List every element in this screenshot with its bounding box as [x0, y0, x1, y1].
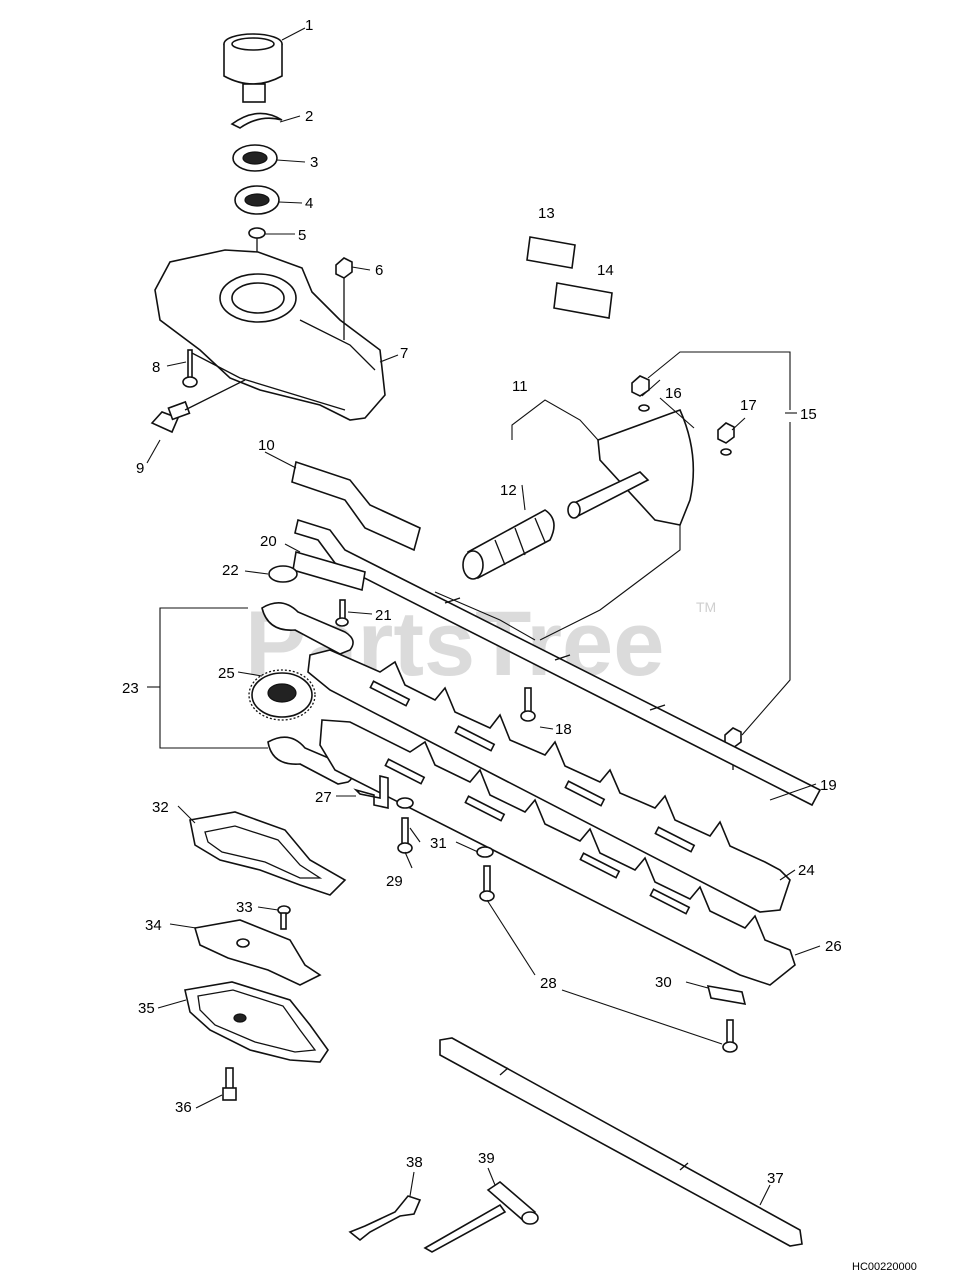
- callout-18[interactable]: 18: [555, 721, 572, 738]
- callout-8[interactable]: 8: [152, 359, 160, 376]
- callout-32[interactable]: 32: [152, 799, 169, 816]
- part-11-holder[interactable]: [567, 408, 695, 526]
- callout-13[interactable]: 13: [538, 205, 555, 222]
- part-2-snap-ring[interactable]: [230, 112, 283, 129]
- part-38-wrench[interactable]: [348, 1195, 422, 1242]
- callout-36[interactable]: 36: [175, 1099, 192, 1116]
- callout-27[interactable]: 27: [315, 789, 332, 806]
- callout-34[interactable]: 34: [145, 917, 162, 934]
- part-34-plate[interactable]: [193, 919, 322, 986]
- callout-16[interactable]: 16: [665, 385, 682, 402]
- part-18-screw[interactable]: [520, 687, 536, 722]
- callout-14[interactable]: 14: [597, 262, 614, 279]
- part-17-washer[interactable]: [720, 448, 732, 456]
- part-35-cover[interactable]: [184, 981, 329, 1063]
- watermark: PartsTree TM: [245, 593, 716, 695]
- callout-9[interactable]: 9: [136, 460, 144, 477]
- part-6-nut[interactable]: [335, 257, 353, 279]
- part-37-scabbard[interactable]: [439, 1037, 803, 1247]
- callout-15[interactable]: 15: [800, 406, 817, 423]
- diagram-code: HC00220000: [852, 1261, 917, 1273]
- part-7-gear-case[interactable]: [154, 249, 386, 421]
- callout-7[interactable]: 7: [400, 345, 408, 362]
- part-12-roller[interactable]: [462, 509, 555, 580]
- callout-35[interactable]: 35: [138, 1000, 155, 1017]
- callout-21[interactable]: 21: [375, 607, 392, 624]
- part-24-upper-blade[interactable]: [307, 649, 791, 913]
- part-39-box-wrench[interactable]: [423, 1180, 539, 1253]
- part-17-nut[interactable]: [717, 422, 735, 444]
- part-32-gasket[interactable]: [189, 811, 347, 896]
- part-31-washer-upper[interactable]: [396, 797, 414, 809]
- callout-3[interactable]: 3: [310, 154, 318, 171]
- callout-5[interactable]: 5: [298, 227, 306, 244]
- part-36-screw[interactable]: [222, 1067, 237, 1101]
- callout-33[interactable]: 33: [236, 899, 253, 916]
- part-21-screw[interactable]: [335, 599, 349, 627]
- part-26-lower-blade[interactable]: [319, 719, 796, 986]
- part-31-washer-lower[interactable]: [476, 846, 494, 858]
- callout-28[interactable]: 28: [540, 975, 557, 992]
- part-13-label[interactable]: [526, 236, 576, 269]
- part-28-screw-lower[interactable]: [722, 1019, 738, 1053]
- part-3-bearing[interactable]: [232, 144, 278, 172]
- callout-23[interactable]: 23: [122, 680, 139, 697]
- part-8-screw[interactable]: [182, 349, 198, 388]
- callout-39[interactable]: 39: [478, 1150, 495, 1167]
- watermark-tm: TM: [696, 599, 716, 615]
- part-10-plate[interactable]: [291, 460, 421, 552]
- part-23-crank-rod-upper[interactable]: [261, 602, 354, 655]
- callout-6[interactable]: 6: [375, 262, 383, 279]
- callout-37[interactable]: 37: [767, 1170, 784, 1187]
- part-19-guide-bar[interactable]: [294, 518, 822, 807]
- part-25-gear[interactable]: [248, 669, 316, 721]
- callout-12[interactable]: 12: [500, 482, 517, 499]
- part-29-screw[interactable]: [397, 817, 413, 854]
- callout-numbers: 1 2 3 4 5 6 7 8 9 10 11 12 13 14 15 16 1…: [122, 17, 842, 1187]
- callout-1[interactable]: 1: [305, 17, 313, 34]
- callout-17[interactable]: 17: [740, 397, 757, 414]
- part-15-nut-upper[interactable]: [631, 375, 650, 397]
- callout-29[interactable]: 29: [386, 873, 403, 890]
- callout-10[interactable]: 10: [258, 437, 275, 454]
- callout-24[interactable]: 24: [798, 862, 815, 879]
- leader-lines: [146, 27, 821, 1206]
- part-30-clip[interactable]: [706, 984, 747, 1006]
- part-28-screw-upper[interactable]: [479, 865, 495, 902]
- callout-25[interactable]: 25: [218, 665, 235, 682]
- part-4-bearing[interactable]: [234, 185, 280, 215]
- callout-4[interactable]: 4: [305, 195, 313, 212]
- part-22-washer[interactable]: [268, 565, 298, 583]
- part-33-screw[interactable]: [277, 905, 291, 930]
- callout-19[interactable]: 19: [820, 777, 837, 794]
- part-20-spacer[interactable]: [292, 550, 366, 592]
- part-14-label[interactable]: [553, 282, 613, 319]
- callout-26[interactable]: 26: [825, 938, 842, 955]
- callout-22[interactable]: 22: [222, 562, 239, 579]
- part-1-cap[interactable]: [223, 33, 283, 103]
- callout-11[interactable]: 11: [512, 378, 528, 395]
- part-16-washer[interactable]: [638, 404, 650, 412]
- callout-30[interactable]: 30: [655, 974, 672, 991]
- part-27-clip[interactable]: [353, 774, 389, 809]
- callout-20[interactable]: 20: [260, 533, 277, 550]
- callout-2[interactable]: 2: [305, 108, 313, 125]
- part-5-washer[interactable]: [248, 227, 266, 239]
- callout-31[interactable]: 31: [430, 835, 447, 852]
- callout-38[interactable]: 38: [406, 1154, 423, 1171]
- part-9-bolt[interactable]: [150, 400, 191, 434]
